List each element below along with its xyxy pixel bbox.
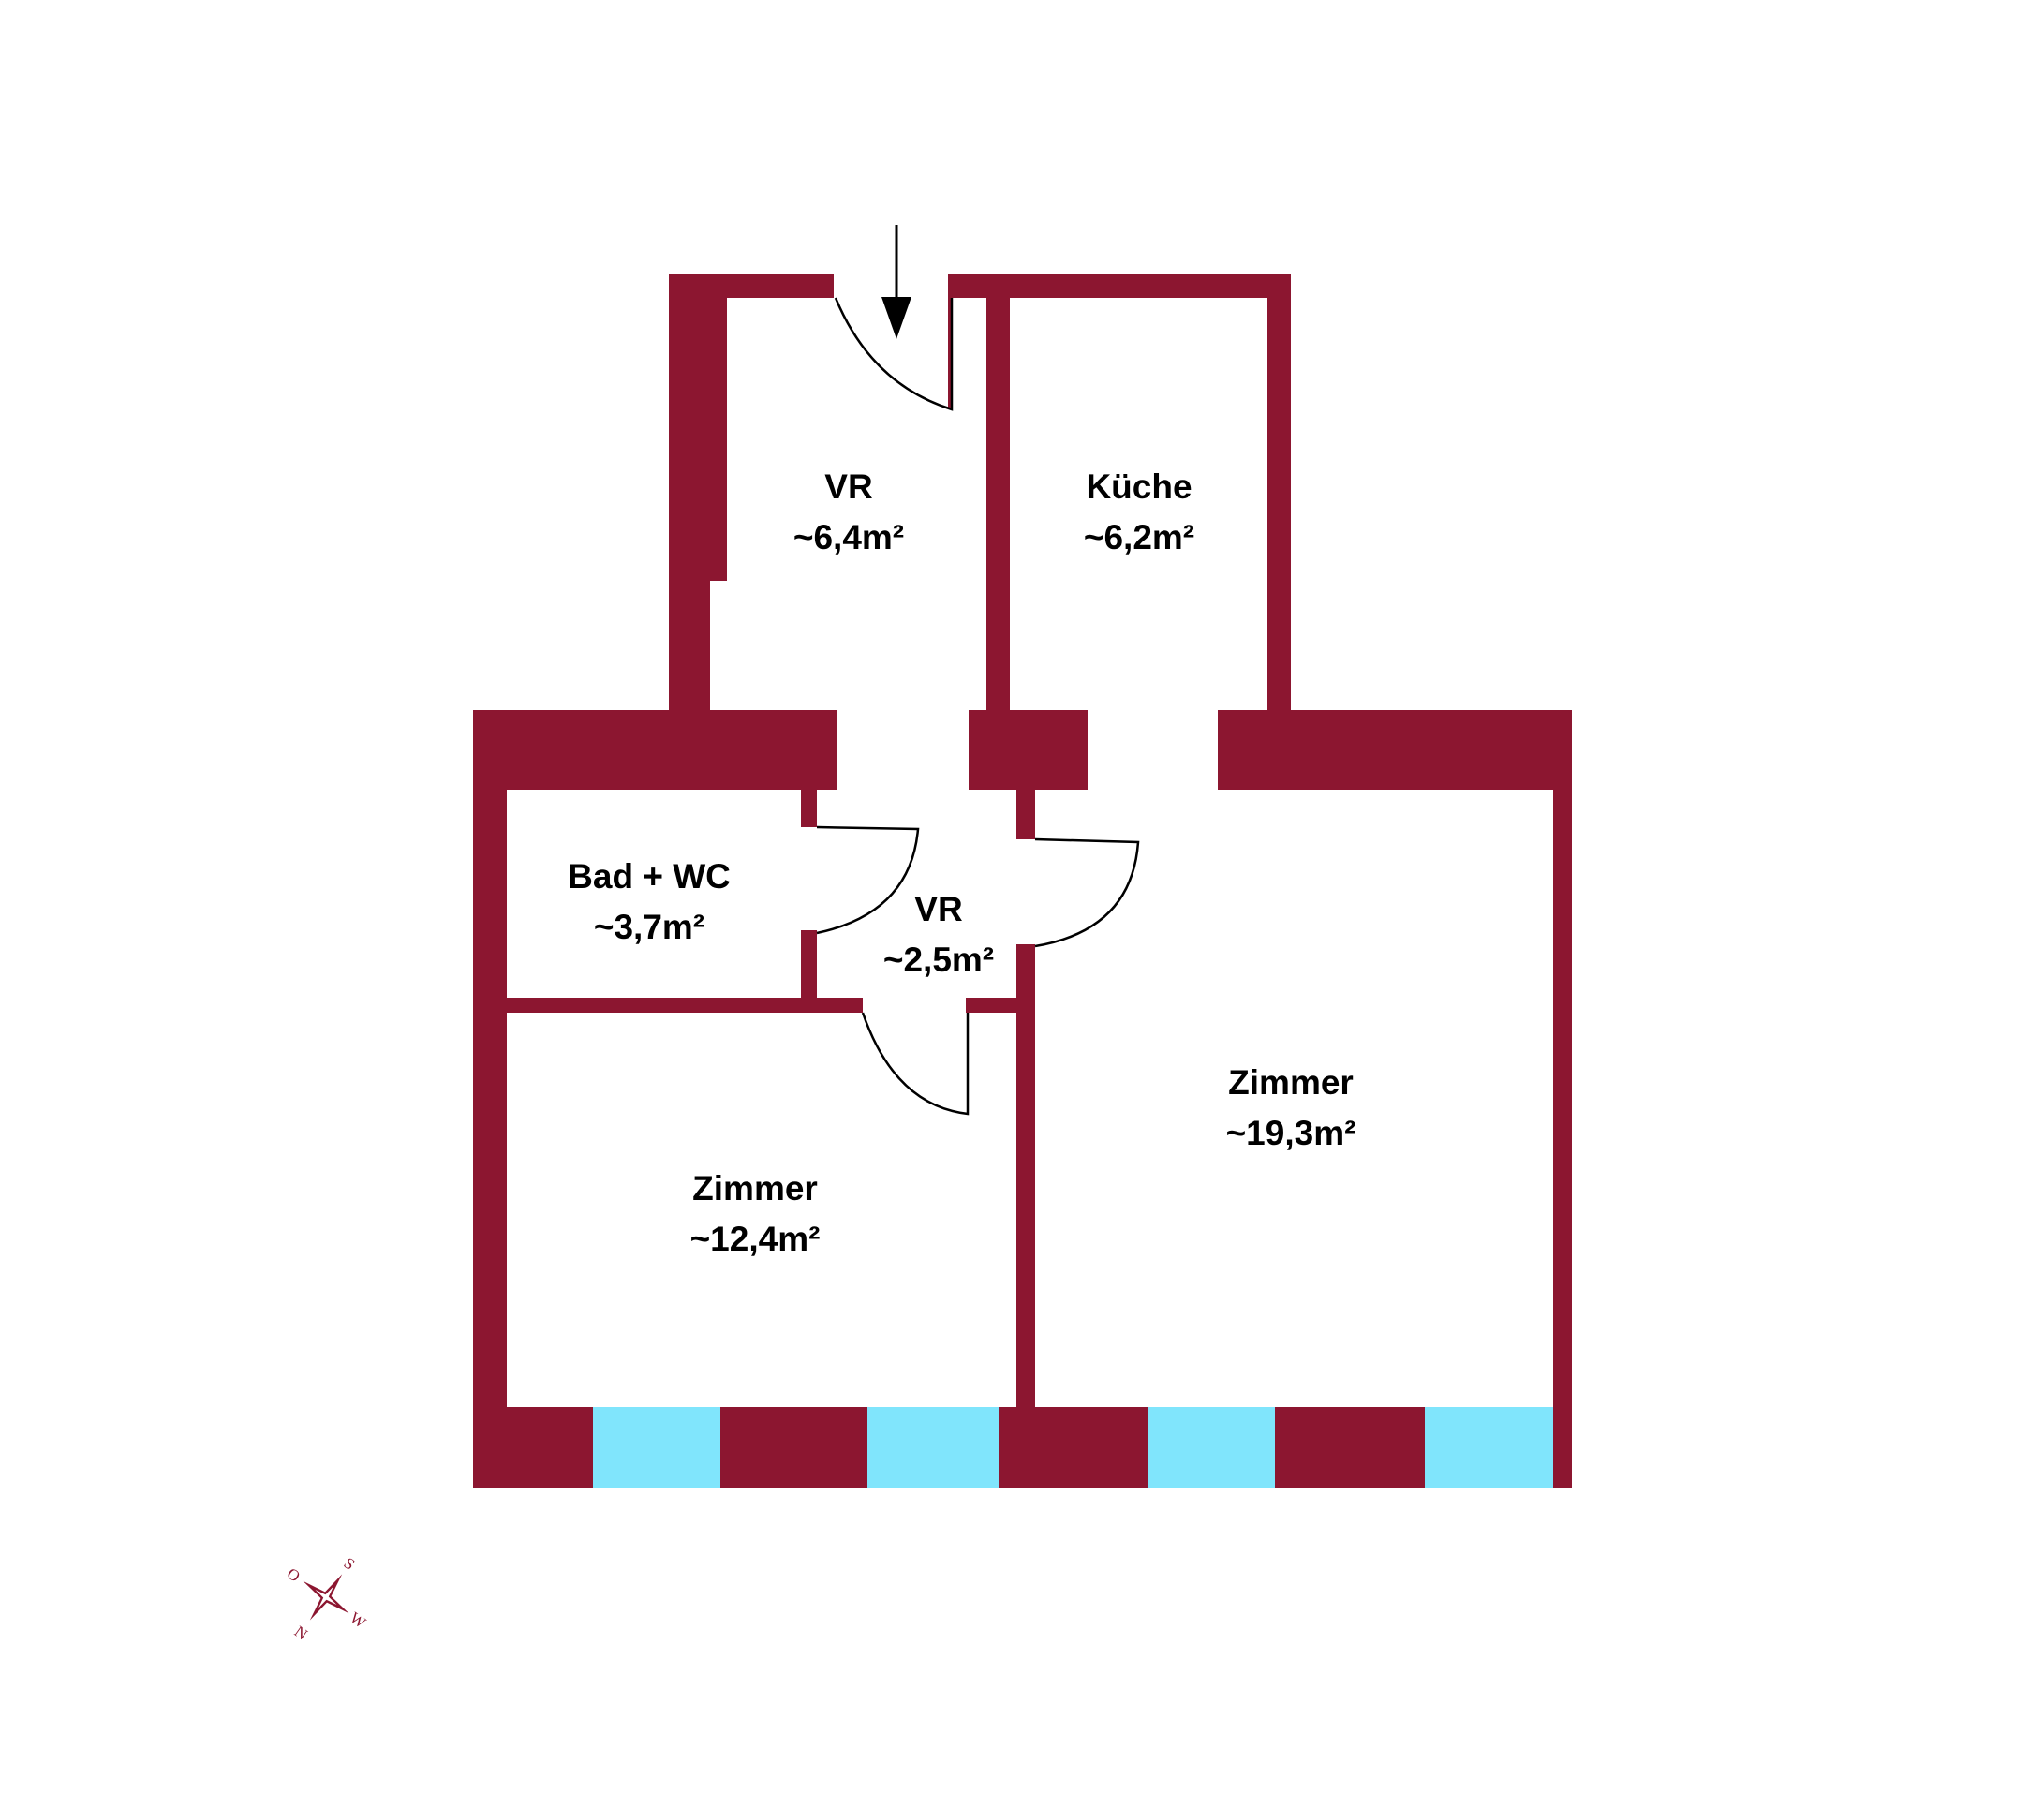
compass-west: W [347,1608,370,1632]
room-name-vr-mid: VR [914,890,962,928]
facade-pier [999,1407,1148,1488]
facade-pier [1553,1407,1572,1488]
door-zimmer-right [1034,837,1140,948]
facade-pier [473,1407,593,1488]
room-name-kueche: Küche [1086,467,1192,506]
doors [816,297,1140,1116]
room-name-bad-wc: Bad + WC [568,857,731,896]
room-name-vr-top: VR [824,467,872,506]
window [867,1407,999,1488]
wall-bad-east-lower [801,930,817,1002]
room-area-bad-wc: ~3,7m² [594,908,704,946]
door-zimmer-left [861,1012,970,1116]
compass-star-inner [315,1586,337,1608]
wall-bad-south [507,998,863,1013]
wall-zimmer-divider [1016,944,1035,1488]
room-area-zimmer-right: ~19,3m² [1226,1114,1356,1152]
wall-zimmer-divider-top [1016,785,1035,839]
wall-west [473,710,507,1488]
window [593,1407,720,1488]
entrance-arrow-head [881,297,911,339]
wall-bad-east-upper [801,785,817,827]
room-area-vr-mid: ~2,5m² [883,941,994,979]
compass-rose-icon: N S W O [284,1554,370,1644]
room-name-zimmer-right: Zimmer [1228,1063,1354,1102]
compass-north: N [291,1623,311,1644]
window [1425,1407,1553,1488]
compass-south: S [341,1554,359,1574]
wall-band-mid [969,710,1088,790]
facade-windows [473,1407,1572,1488]
wall-top-left [669,274,834,298]
wall-vr-kueche [986,274,1010,715]
room-area-vr-top: ~6,4m² [793,518,904,556]
entrance-arrow-icon [881,225,911,339]
room-name-zimmer-left: Zimmer [692,1169,818,1208]
compass-east: O [284,1564,304,1586]
wall-kueche-east [1267,274,1291,715]
wall-east [1553,710,1572,1488]
facade-pier [1275,1407,1425,1488]
window [1148,1407,1275,1488]
wall-band-left [473,710,837,790]
walls [473,274,1572,1488]
door-entrance [834,297,954,411]
wall-band-right [1218,710,1572,790]
room-area-zimmer-left: ~12,4m² [690,1220,821,1258]
door-bad [816,825,920,935]
facade-pier [720,1407,867,1488]
room-area-kueche: ~6,2m² [1084,518,1194,556]
wall-entry-jamb [948,274,952,409]
wall-vr-west [669,274,710,715]
